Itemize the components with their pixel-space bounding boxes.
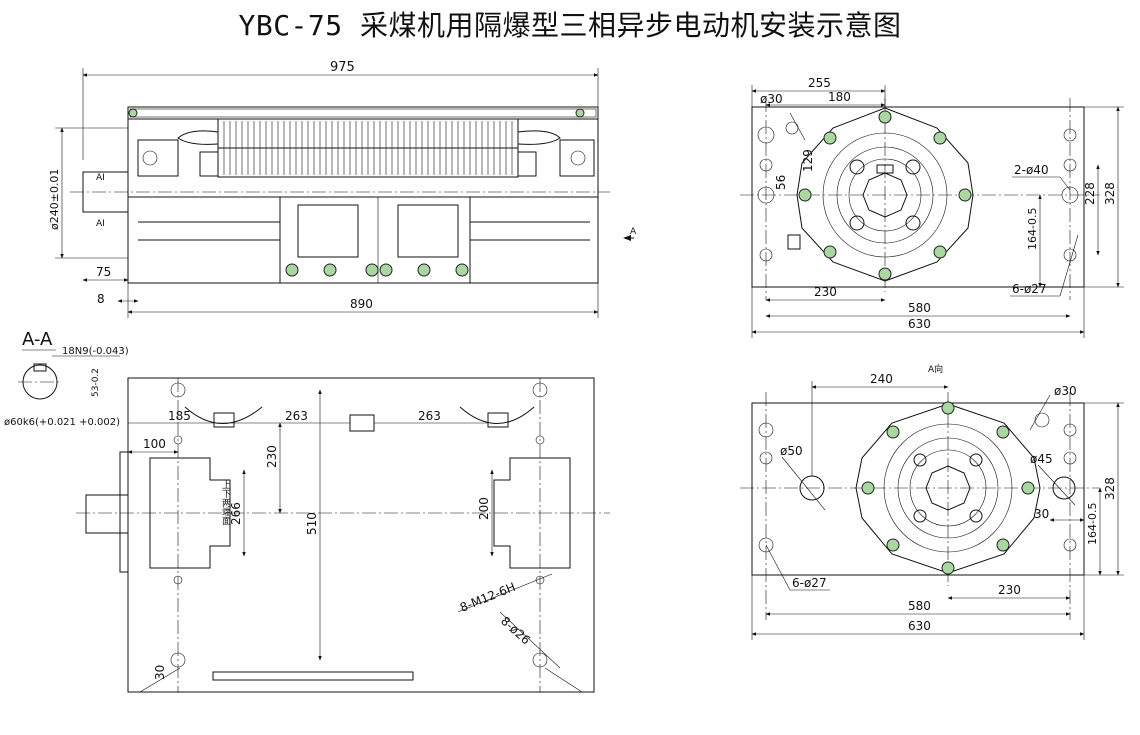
top-view: 185 263 263 100 230 266 510 200 30 上下两端面… [76, 377, 610, 693]
dim-510: 510 [305, 512, 319, 535]
dim-328-a: 328 [1103, 477, 1117, 500]
shaft-fit: ø60k6(+0.021 +0.002) [4, 417, 120, 428]
dim-30: 30 [153, 665, 167, 680]
section-aa-label: A-A [22, 329, 53, 350]
dim-228: 228 [1083, 182, 1097, 205]
dim-164-a: 164-0.5 [1086, 503, 1099, 545]
holes-6-dia-27-a: 6-ø27 [792, 576, 827, 590]
dim-630: 630 [908, 317, 931, 331]
dim-263-left: 263 [285, 409, 308, 423]
dim-230: 230 [814, 285, 837, 299]
dim-30-a: 30 [1034, 507, 1049, 521]
dim-100: 100 [143, 437, 166, 451]
view-arrow-label: A [630, 227, 637, 237]
dim-dia-50: ø50 [780, 444, 803, 458]
section-label-bottom: AI [96, 219, 105, 229]
dim-580-a: 580 [908, 599, 931, 613]
keyway-depth: 53-0.2 [91, 368, 101, 397]
holes-spec: 8-ø26 [498, 614, 533, 648]
dim-240: 240 [870, 372, 893, 386]
section-aa: A-A 18N9(-0.043) 53-0.2 ø60k6(+0.021 +0.… [4, 329, 129, 428]
front-view: 975 [48, 60, 637, 318]
section-label-top: AI [96, 173, 105, 183]
dim-230-a: 230 [998, 583, 1021, 597]
dim-200: 200 [477, 497, 491, 520]
dim-129: 129 [801, 149, 815, 172]
dim-255: 255 [808, 76, 831, 90]
drawing-title: YBC-75 采煤机用隔爆型三相异步电动机安装示意图 [238, 9, 902, 42]
dim-flange-offset: 8 [97, 292, 105, 306]
dim-263-right: 263 [418, 409, 441, 423]
dim-dia-30: ø30 [760, 92, 783, 106]
dim-266: 266 [229, 502, 243, 525]
holes-6-dia-27: 6-ø27 [1012, 282, 1047, 296]
dim-base-length: 890 [350, 297, 373, 311]
end-view-a: A向 [740, 363, 1124, 640]
dim-56: 56 [774, 175, 788, 190]
dim-328: 328 [1103, 182, 1117, 205]
note-side-faces: 上下两端面 [220, 480, 231, 526]
dim-dia-45: ø45 [1030, 452, 1053, 466]
dim-overall-length: 975 [330, 60, 355, 75]
dim-shaft-dia: ø240±0.01 [48, 169, 61, 230]
dim-185: 185 [168, 409, 191, 423]
view-a-label: A向 [928, 363, 943, 375]
end-view-top: 255 180 ø30 129 56 2-ø40 228 328 164-0.5… [740, 76, 1124, 338]
dim-180: 180 [828, 90, 851, 104]
dim-230: 230 [265, 445, 279, 468]
thread-spec: 8-M12-6H [458, 580, 518, 615]
dim-dia-30-a: ø30 [1054, 384, 1077, 398]
holes-2-dia-40: 2-ø40 [1014, 163, 1049, 177]
keyway-spec: 18N9(-0.043) [62, 346, 129, 357]
dim-shaft-extension: 75 [96, 265, 111, 279]
dim-580: 580 [908, 301, 931, 315]
dim-164: 164-0.5 [1026, 208, 1039, 250]
dim-630-a: 630 [908, 619, 931, 633]
